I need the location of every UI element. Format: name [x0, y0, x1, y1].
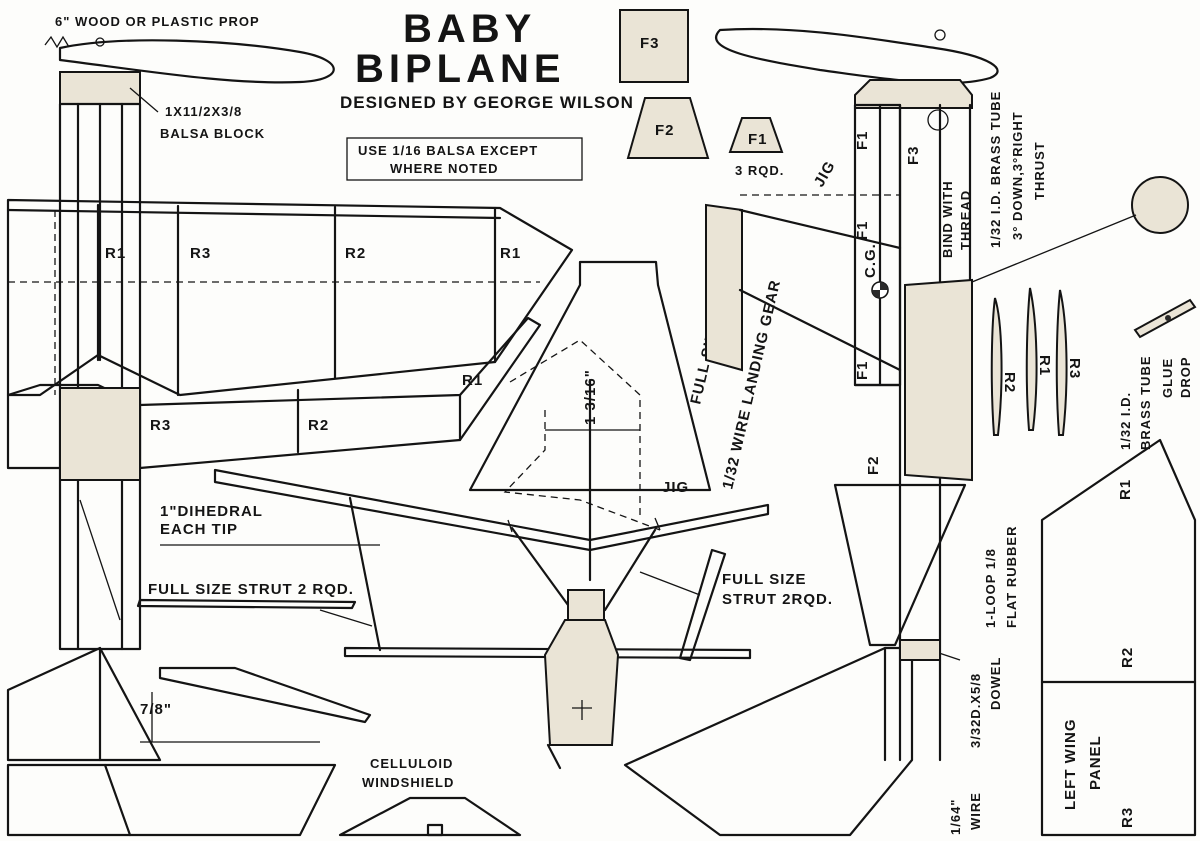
prop-detail-circle: [971, 176, 1189, 283]
glue-drop-line2: DROP: [1178, 356, 1193, 398]
wire-note-line1: 1/64": [948, 799, 963, 835]
designer-credit: DESIGNED BY GEORGE WILSON: [340, 93, 634, 112]
brass-tube-small: [1133, 298, 1197, 339]
strut-right-note-line1: FULL SIZE: [722, 571, 807, 588]
right-propeller: [715, 27, 999, 85]
balsa-note-line2: WHERE NOTED: [390, 161, 499, 176]
panel-r3-label: R3: [1119, 807, 1136, 828]
rib-r3-label-b: R3: [150, 417, 171, 434]
brass-tube-small-line2: BRASS TUBE: [1138, 355, 1153, 450]
tail-stabilizer-right: [623, 646, 914, 837]
title-line1: BABY: [403, 7, 536, 51]
front-view-wings: [213, 468, 770, 660]
strut-right-note-line2: STRUT 2RQD.: [722, 591, 833, 608]
windshield-note-line1: CELLULOID: [370, 756, 453, 771]
brass-tube-small-line1: 1/32 I.D.: [1118, 392, 1133, 450]
jig-note-wing: JIG: [811, 158, 839, 190]
rib-r3-side: R3: [1066, 358, 1083, 379]
title-line2: BIPLANE: [355, 47, 566, 91]
dihedral-note-line2: EACH TIP: [160, 521, 238, 538]
jig-note-gear: JIG: [662, 479, 689, 496]
windshield-note-line2: WINDSHIELD: [362, 775, 454, 790]
gap-dimension: 7/8": [140, 701, 172, 718]
balsa-block-dims: 1X11/2X3/8: [165, 104, 242, 119]
strut-left-note: FULL SIZE STRUT 2 RQD.: [148, 581, 354, 598]
dowel-note-line2: DOWEL: [988, 657, 1003, 710]
panel-r2-label: R2: [1119, 647, 1136, 668]
part-f1-side-b: F1: [854, 220, 871, 240]
prop-note: 6" WOOD OR PLASTIC PROP: [55, 14, 260, 29]
part-f3-label: F3: [640, 35, 660, 52]
strut-left: [136, 598, 373, 627]
rib-r1-label-a: R1: [105, 245, 126, 262]
left-nose-block: [59, 71, 159, 113]
windshield-part: [338, 796, 522, 837]
part-f2-side: F2: [865, 455, 882, 475]
rib-r2-side: R2: [1001, 372, 1018, 393]
strut-right: [639, 548, 727, 662]
jig-wing-side: [705, 194, 973, 482]
gear-dimension: 1 3/16": [582, 369, 599, 425]
left-wing-panel-line1: LEFT WING: [1062, 719, 1079, 811]
brass-tube-note-line2: 3° DOWN,3°RIGHT: [1010, 111, 1025, 240]
rib-r2-label-a: R2: [345, 245, 366, 262]
balsa-block-label: BALSA BLOCK: [160, 126, 265, 141]
brass-tube-note-line3: THRUST: [1032, 141, 1047, 200]
part-f1-side-a: F1: [854, 130, 871, 150]
balsa-note-line1: USE 1/16 BALSA EXCEPT: [358, 143, 538, 158]
part-f2: [626, 97, 710, 159]
rubber-note-line2: FLAT RUBBER: [1004, 526, 1019, 628]
dowel-note-line1: 3/32D.X5/8: [968, 673, 983, 748]
tail-stabilizer-left: [6, 646, 372, 837]
rib-r2-label-b: R2: [308, 417, 329, 434]
rib-r1-side: R1: [1036, 355, 1053, 376]
fuselage-top-view: [58, 102, 142, 651]
glue-drop-line1: GLUE: [1160, 358, 1175, 398]
left-wing-panel-line2: PANEL: [1087, 735, 1104, 790]
left-propeller: [44, 35, 335, 84]
wing-ribs: [990, 287, 1068, 436]
bind-note-line1: BIND WITH: [940, 180, 955, 258]
cg-label: C.G.: [862, 243, 879, 278]
brass-tube-note-line1: 1/32 I.D. BRASS TUBE: [988, 91, 1003, 248]
part-f1-label: F1: [748, 131, 768, 148]
fuselage-front-view: [543, 589, 620, 770]
f1-qty-note: 3 RQD.: [735, 163, 784, 178]
lower-wing-plan: [6, 316, 542, 481]
top-wing-plan: [6, 198, 574, 397]
balsa-note-box: [346, 137, 583, 181]
left-wing-panel: [1040, 438, 1197, 837]
panel-r1-label: R1: [1117, 479, 1134, 500]
bind-note-line2: THREAD: [958, 190, 973, 250]
tail-side-view: [833, 483, 967, 661]
part-f3: [619, 9, 689, 83]
wire-note-line2: WIRE: [968, 792, 983, 830]
landing-gear-diagram: [468, 260, 712, 582]
part-f2-label: F2: [655, 122, 675, 139]
rubber-note-line1: 1-LOOP 1/8: [983, 548, 998, 628]
part-f1: [728, 117, 784, 153]
part-f3-side: F3: [905, 145, 922, 165]
rib-r1-label-b: R1: [500, 245, 521, 262]
rib-r1-label-c: R1: [462, 372, 483, 389]
rib-r3-label-a: R3: [190, 245, 211, 262]
part-f1-side-c: F1: [854, 360, 871, 380]
dihedral-note-line1: 1"DIHEDRAL: [160, 503, 263, 520]
